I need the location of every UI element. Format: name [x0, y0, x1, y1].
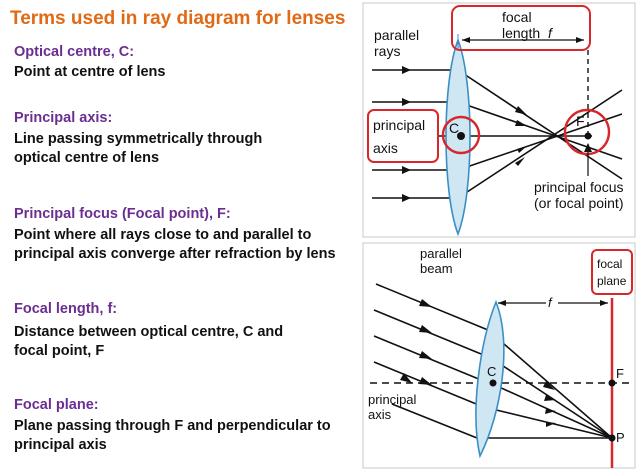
principal-axis-label: axis	[373, 140, 398, 156]
principal-axis-box	[367, 109, 439, 163]
refracted-rays	[457, 69, 623, 199]
focus-dot	[608, 379, 616, 387]
def-line: optical centre of lens	[14, 150, 160, 166]
ray-arrows	[402, 66, 411, 202]
top-ray-diagram: parallel rays focal length f principal a…	[362, 2, 636, 238]
def-line: Point at centre of lens	[14, 64, 166, 80]
def-focal-plane: Plane passing through F and perpendicula…	[14, 417, 331, 455]
ray-arrows	[400, 299, 432, 385]
parallel-beam-label: parallel	[420, 246, 462, 261]
def-line: principal axis	[14, 437, 107, 453]
focal-length-symbol: f	[548, 295, 553, 310]
principal-focus-label: principal focus	[534, 179, 624, 195]
principal-axis-label: axis	[368, 407, 392, 422]
principal-axis-label: principal	[373, 117, 425, 133]
term-principal-axis: Principal axis:	[14, 110, 113, 126]
optical-centre-label: C	[449, 120, 459, 136]
parallel-rays-label: parallel	[374, 27, 419, 43]
parallel-beam-label: beam	[420, 261, 453, 276]
def-focal-length: Distance between optical centre, C and f…	[14, 323, 283, 361]
def-optical-centre: Point at centre of lens	[14, 63, 165, 82]
term-principal-focus: Principal focus (Focal point), F:	[14, 206, 231, 222]
focal-length-symbol: f	[548, 25, 554, 41]
parallel-rays-label: rays	[374, 43, 400, 59]
panel-border	[362, 2, 636, 238]
term-focal-plane: Focal plane:	[14, 397, 99, 413]
focal-length-box	[451, 5, 591, 51]
panel-border	[362, 242, 636, 469]
def-line: principal axis converge after refraction…	[14, 246, 336, 262]
principal-axis-label: principal	[368, 392, 417, 407]
optical-centre-highlight	[441, 115, 481, 155]
principal-focus-label: (or focal point)	[534, 195, 623, 211]
focal-plane-label: focal	[597, 257, 622, 271]
bottom-ray-diagram: parallel beam focal plane f C F P princi…	[362, 242, 636, 469]
optical-centre-dot	[489, 379, 497, 387]
refracted-arrows	[515, 106, 527, 166]
def-line: Line passing symmetrically through	[14, 131, 263, 147]
def-principal-axis: Line passing symmetrically through optic…	[14, 130, 262, 168]
optical-centre-dot	[457, 132, 465, 140]
incident-rays	[373, 283, 489, 441]
focal-length-label: length	[502, 25, 540, 41]
def-line: Point where all rays close to and parall…	[14, 227, 312, 243]
focal-plane-box	[591, 249, 633, 295]
term-optical-centre: Optical centre, C:	[14, 44, 135, 60]
focus-label: F	[616, 366, 624, 381]
def-line: Distance between optical centre, C and	[14, 324, 284, 340]
def-line: focal point, F	[14, 343, 105, 359]
page-title: Terms used in ray diagram for lenses	[10, 8, 346, 29]
refracted-arrows	[543, 381, 556, 427]
optical-centre-label: C	[487, 364, 496, 379]
focal-plane-label: plane	[597, 274, 627, 288]
term-focal-length: Focal length, f:	[14, 301, 118, 317]
focal-length-label: focal	[502, 9, 532, 25]
focus-dot	[584, 132, 592, 140]
def-principal-focus: Point where all rays close to and parall…	[14, 226, 336, 264]
def-line: Plane passing through F and perpendicula…	[14, 418, 331, 434]
focus-label: F	[576, 113, 585, 129]
focus-highlight	[563, 108, 611, 156]
point-p-label: P	[616, 430, 625, 445]
convex-lens	[475, 299, 505, 459]
point-p-dot	[608, 434, 616, 442]
